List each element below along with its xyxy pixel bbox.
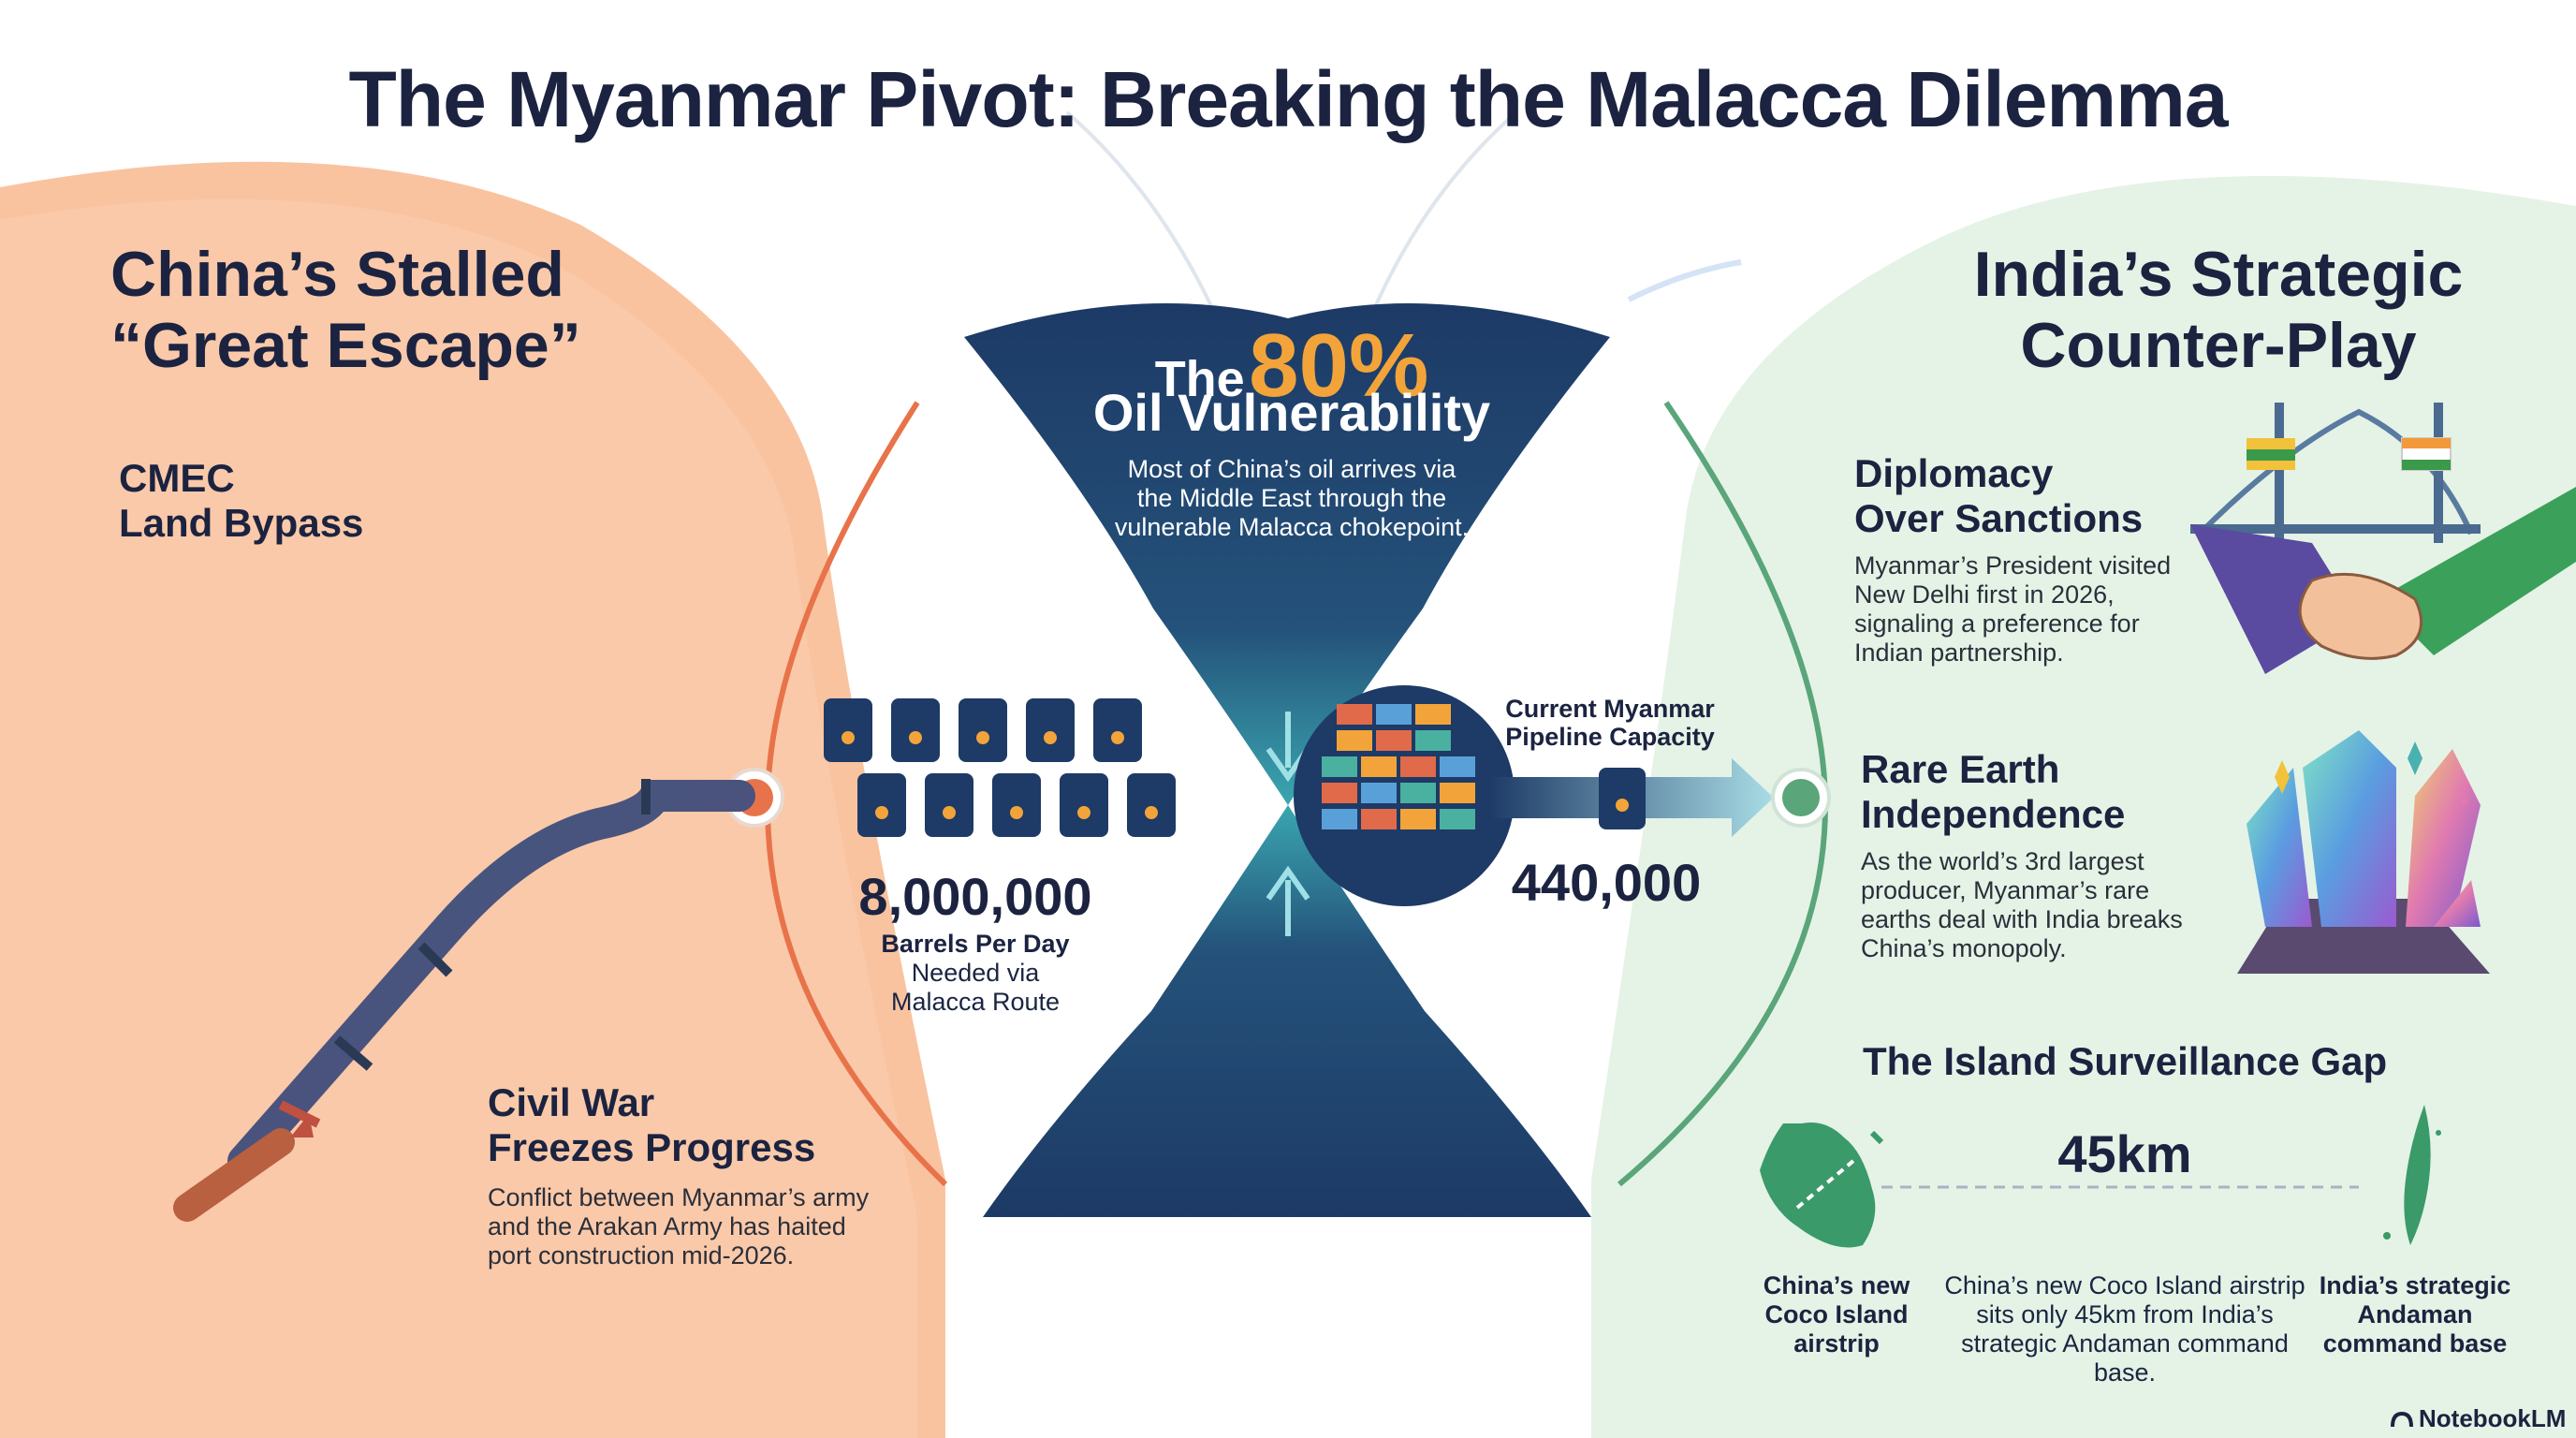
- civil-war-body-line1: Conflict between Myanmar’s army: [488, 1183, 870, 1211]
- diplomacy-body-line2: New Delhi first in 2026,: [1854, 580, 2115, 609]
- gap-desc-line1: China’s new Coco Island airstrip: [1944, 1271, 2305, 1299]
- broken-pipe-icon: [173, 779, 755, 1222]
- gap-desc-line2: sits only 45km from India’s: [1976, 1300, 2274, 1328]
- civil-war-body-line3: port construction mid-2026.: [488, 1241, 795, 1269]
- andaman-island-shape: [2404, 1105, 2431, 1245]
- right-panel: [1591, 176, 2576, 1438]
- notebooklm-logo: [2391, 1411, 2413, 1428]
- civil-war-line2: Freezes Progress: [488, 1125, 816, 1169]
- pipeline-label1: Current Myanmar: [1505, 695, 1715, 723]
- right-heading-line1: India’s Strategic: [1973, 239, 2464, 310]
- rare-earth-crystals-icon: [2237, 730, 2490, 974]
- barrels-value: 8,000,000: [858, 867, 1092, 926]
- pipeline-value: 440,000: [1511, 853, 1702, 912]
- barrels-label: Barrels Per Day: [881, 930, 1070, 958]
- barrels-sub2: Malacca Route: [890, 988, 1061, 1016]
- containers-icon: [1322, 704, 1475, 829]
- oil-barrels-icon: [824, 698, 1646, 837]
- andaman-label-line2: Andaman: [2357, 1300, 2473, 1328]
- bridge-handshake-icon: [2190, 403, 2576, 674]
- pipeline-label2: Pipeline Capacity: [1505, 723, 1715, 751]
- distance-value: 45km: [2057, 1124, 2192, 1183]
- diplomacy-body-line1: Myanmar’s President visited: [1854, 551, 2172, 580]
- right-heading-line2: Counter-Play: [2020, 310, 2417, 381]
- percent-value: 80%: [1249, 315, 1429, 416]
- brand-label: NotebookLM: [2419, 1404, 2567, 1432]
- coco-label-line2: Coco Island: [1764, 1300, 1909, 1328]
- right-node: [1782, 779, 1820, 816]
- vuln-desc-line1: Most of China’s oil arrives via: [1127, 455, 1456, 483]
- rare-earth-line2: Independence: [1861, 792, 2126, 836]
- rare-earth-body-line2: producer, Myanmar’s rare: [1861, 876, 2150, 904]
- civil-war-line1: Civil War: [488, 1080, 655, 1124]
- islands-map: [1760, 1105, 2441, 1248]
- diplomacy-line2: Over Sanctions: [1854, 496, 2144, 540]
- civil-war-body-line2: and the Arakan Army has haited: [488, 1212, 846, 1240]
- coco-label-line1: China’s new: [1763, 1271, 1910, 1299]
- vulnerability-headline: The 80%: [964, 315, 1619, 418]
- rare-earth-body-line3: earths deal with India breaks: [1861, 905, 2183, 933]
- vulnerability-label: Oil Vulnerability: [1092, 383, 1491, 442]
- coco-label-line3: airstrip: [1793, 1329, 1880, 1357]
- diplomacy-body-line4: Indian partnership.: [1854, 638, 2064, 667]
- left-heading-line1: China’s Stalled: [110, 239, 564, 310]
- coco-island-shape: [1760, 1123, 1876, 1248]
- rare-earth-body-line4: China’s monopoly.: [1861, 934, 2067, 962]
- cmec-line2: Land Bypass: [119, 501, 364, 545]
- hourglass-top: [964, 303, 1610, 805]
- vuln-desc-line3: vulnerable Malacca chokepoint.: [1114, 513, 1470, 541]
- gap-desc-line3: strategic Andaman command base.: [1961, 1329, 2289, 1387]
- left-heading-line2: “Great Escape”: [110, 310, 581, 381]
- the-label: The: [1154, 351, 1245, 407]
- hourglass-bottom: [983, 805, 1591, 1217]
- rare-earth-body-line1: As the world’s 3rd largest: [1861, 847, 2144, 875]
- barrels-sub1: Needed via: [911, 959, 1040, 987]
- cmec-line1: CMEC: [119, 456, 235, 500]
- andaman-label-line1: India’s strategic: [2319, 1271, 2511, 1299]
- vuln-desc-line2: the Middle East through the: [1136, 484, 1447, 512]
- page-title: The Myanmar Pivot: Breaking the Malacca …: [348, 55, 2228, 143]
- rare-earth-line1: Rare Earth: [1861, 747, 2060, 791]
- diplomacy-line1: Diplomacy: [1854, 451, 2054, 495]
- diplomacy-body-line3: signaling a preference for: [1854, 609, 2140, 638]
- andaman-label-line3: command base: [2322, 1329, 2508, 1357]
- island-heading: The Island Surveillance Gap: [1863, 1039, 2388, 1083]
